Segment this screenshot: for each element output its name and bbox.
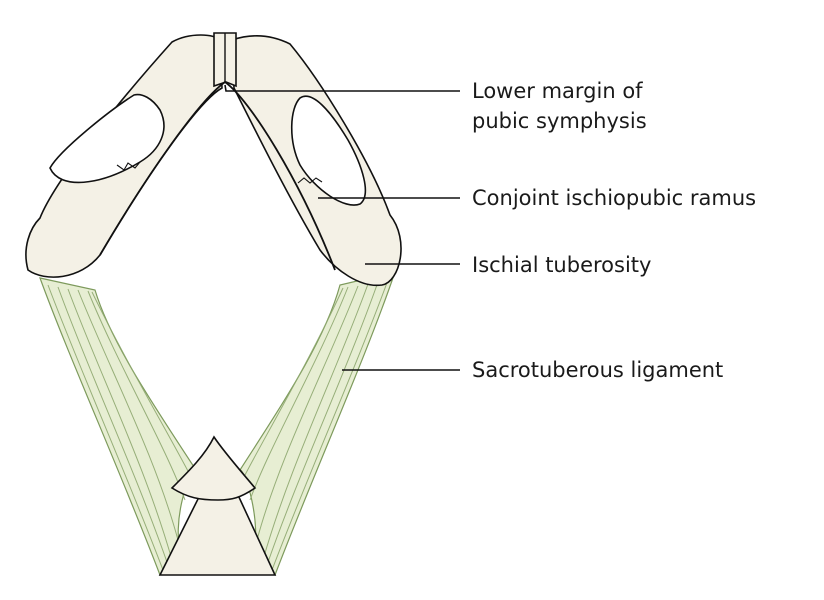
- label-symphysis-line1: Lower margin of: [472, 79, 643, 103]
- sacrotuberous-ligament-left: [39, 277, 198, 576]
- label-symphysis-line2: pubic symphysis: [472, 109, 647, 133]
- pubic-arch: [99, 80, 336, 271]
- left-ischiopubic-bone: [25, 34, 223, 278]
- right-ischiopubic-bone: [231, 35, 402, 287]
- leader-lines: [224, 84, 460, 371]
- label-ischial-tuberosity: Ischial tuberosity: [472, 253, 652, 277]
- leader-line-symphysis: [224, 84, 460, 92]
- coccyx: [158, 435, 277, 576]
- label-conjoint-ischiopubic-ramus: Conjoint ischiopubic ramus: [472, 186, 757, 210]
- label-sacrotuberous-ligament: Sacrotuberous ligament: [472, 358, 724, 382]
- pubic-symphysis: [213, 32, 237, 88]
- sacrotuberous-ligament-right: [238, 271, 396, 576]
- label-lower-margin-pubic-symphysis: Lower margin of pubic symphysis: [472, 76, 647, 136]
